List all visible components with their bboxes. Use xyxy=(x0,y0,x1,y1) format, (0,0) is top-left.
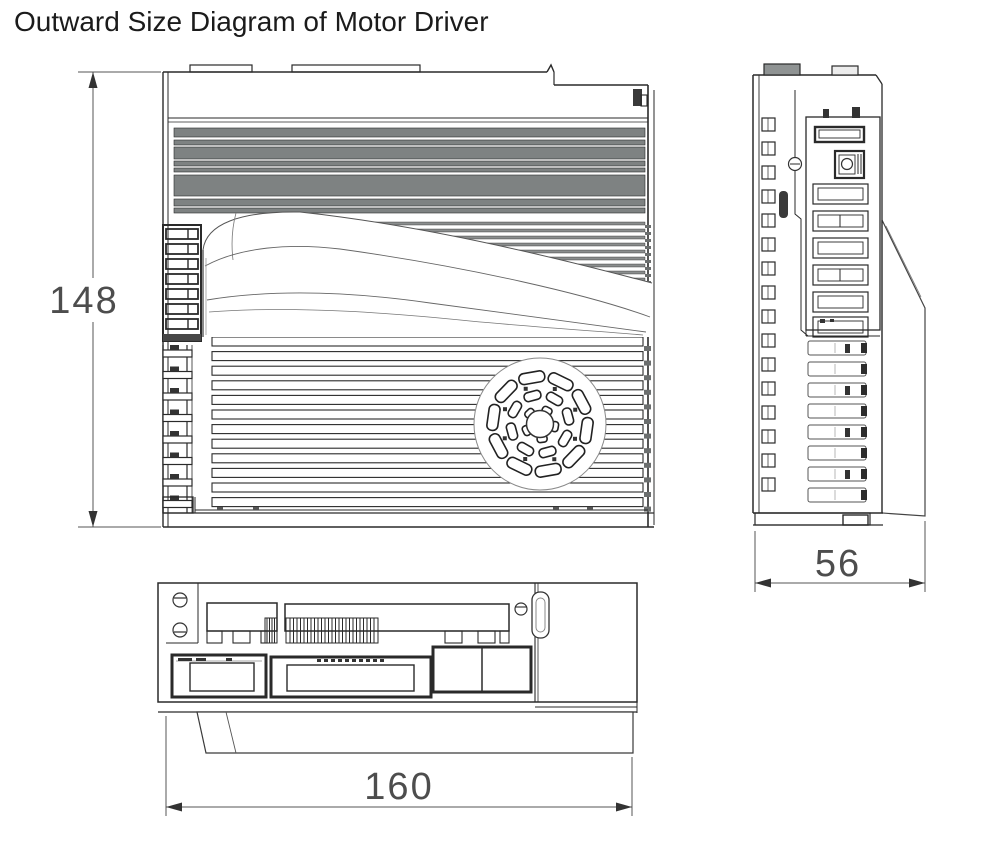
page-title: Outward Size Diagram of Motor Driver xyxy=(14,6,489,37)
bottom-view xyxy=(157,582,638,816)
side-view xyxy=(752,63,926,592)
front-view xyxy=(162,63,655,528)
dimension-annotations: 148 56 160 xyxy=(49,71,861,808)
dim-width-label: 160 xyxy=(364,766,433,808)
dim-depth-label: 56 xyxy=(815,543,861,585)
dim-height-label: 148 xyxy=(49,280,118,322)
